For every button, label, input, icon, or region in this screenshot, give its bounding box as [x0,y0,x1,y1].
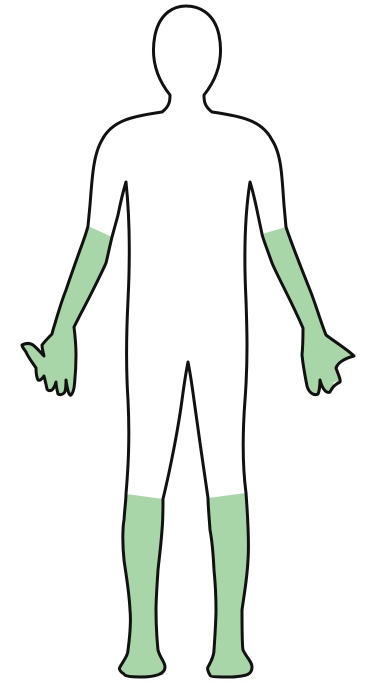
highlight-right-forearm-and-hand [262,227,354,395]
